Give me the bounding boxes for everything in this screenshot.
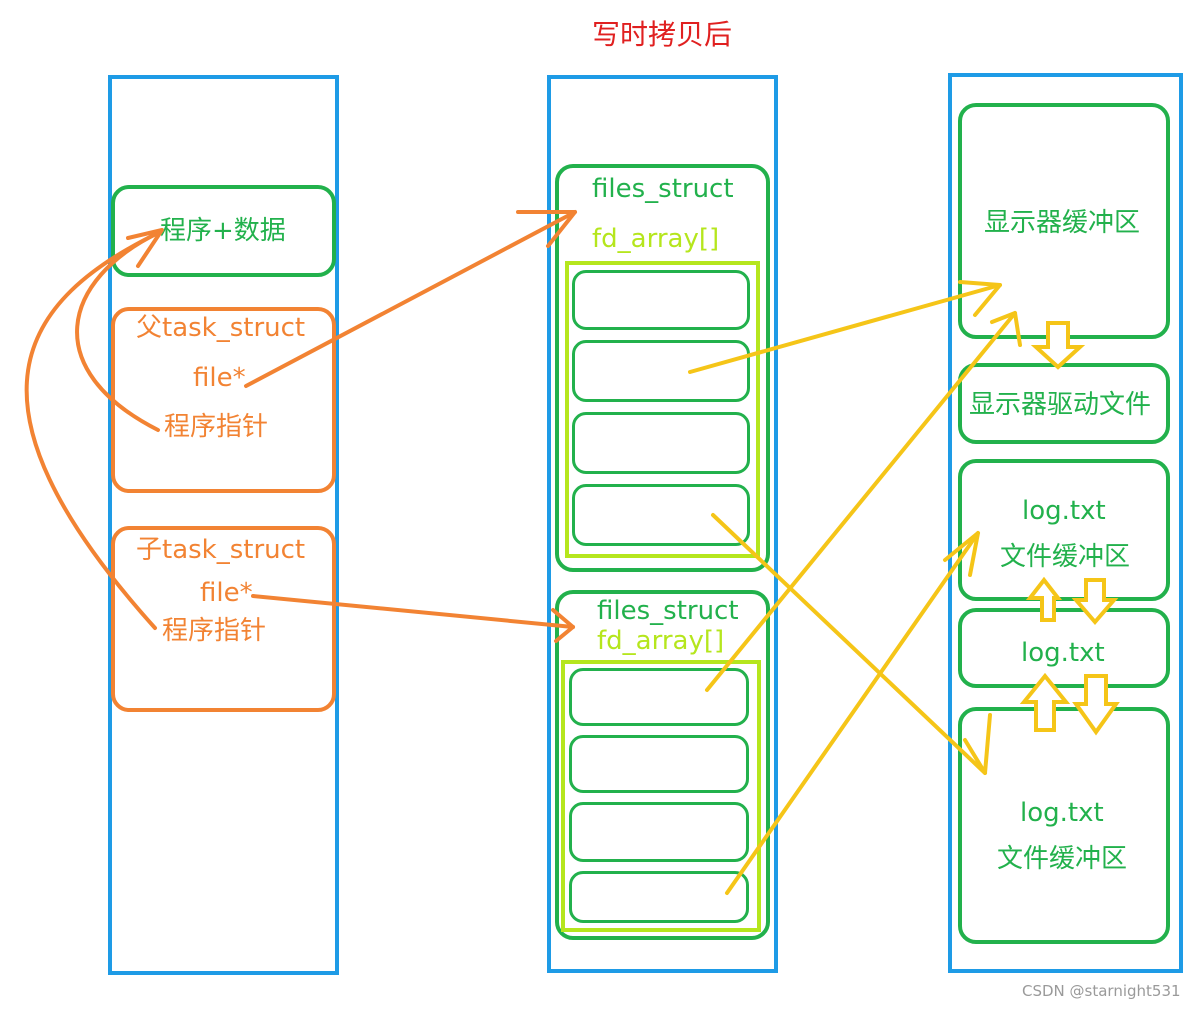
- files-struct-1: [555, 164, 770, 572]
- log-file-label: log.txt: [1021, 638, 1105, 668]
- fd4-to-log-buffer-1-arrow: [725, 531, 980, 895]
- process-column: [108, 75, 339, 975]
- log-buffer-2-desc: 文件缓冲区: [997, 844, 1128, 874]
- fd-slot: [569, 871, 749, 923]
- child-file-to-files-struct-arrow: [251, 594, 575, 629]
- fd-array-1: [565, 261, 760, 558]
- fd-slot: [569, 668, 749, 726]
- fd1-to-display-buffer-arrow: [688, 283, 1002, 374]
- fd2-to-display-buffer-arrow: [705, 311, 1017, 692]
- parent-file-pointer: file*: [193, 363, 246, 393]
- parent-task-name: 父task_struct: [136, 313, 306, 343]
- fd-array-2: [561, 660, 761, 932]
- targets-column: [948, 73, 1183, 973]
- fd-slot: [569, 802, 749, 862]
- child-pc-to-code-arrow: [24, 230, 162, 630]
- parent-pc-to-code-arrow: [75, 230, 162, 432]
- files-struct-2-name: files_struct: [597, 596, 739, 626]
- fd-slot: [572, 484, 750, 546]
- down-block-arrow: [1030, 321, 1086, 370]
- child-task-struct: [111, 526, 336, 712]
- diagram-title: 写时拷贝后: [592, 18, 733, 51]
- up-block-arrow: [1025, 576, 1063, 622]
- fd-slot: [572, 270, 750, 330]
- child-program-counter: 程序指针: [162, 616, 267, 646]
- log-file-box: [958, 608, 1170, 688]
- child-file-pointer: file*: [200, 578, 253, 608]
- log-buffer-1-name: log.txt: [1022, 496, 1106, 526]
- display-driver-label: 显示器驱动文件: [969, 390, 1152, 420]
- code-data-label: 程序+数据: [160, 216, 286, 246]
- up-block-arrow: [1019, 672, 1071, 732]
- log-buffer-1-box: [958, 459, 1170, 601]
- code-data-box: [111, 185, 336, 277]
- log-buffer-2-name: log.txt: [1020, 798, 1104, 828]
- down-block-arrow: [1072, 674, 1120, 736]
- fd-slot: [572, 340, 750, 402]
- display-buffer-label: 显示器缓冲区: [984, 208, 1141, 238]
- fd-slot: [569, 735, 749, 793]
- display-driver-box: [958, 363, 1170, 444]
- watermark: CSDN @starnight531: [1022, 982, 1181, 1000]
- files-struct-1-name: files_struct: [592, 174, 734, 204]
- fd3-to-log-buffer-2-arrow: [711, 513, 987, 775]
- parent-file-to-files-struct-arrow: [244, 210, 577, 388]
- fd-slot: [572, 412, 750, 474]
- child-task-name: 子task_struct: [136, 535, 306, 565]
- log-buffer-2-box: [958, 707, 1170, 944]
- parent-program-counter: 程序指针: [164, 412, 269, 442]
- fd-array-1-label: fd_array[]: [592, 224, 720, 254]
- log-buffer-1-desc: 文件缓冲区: [1000, 542, 1131, 572]
- fd-array-2-label: fd_array[]: [597, 626, 725, 656]
- files-struct-2: [555, 590, 770, 940]
- files-column: [547, 75, 778, 973]
- down-block-arrow: [1071, 578, 1119, 626]
